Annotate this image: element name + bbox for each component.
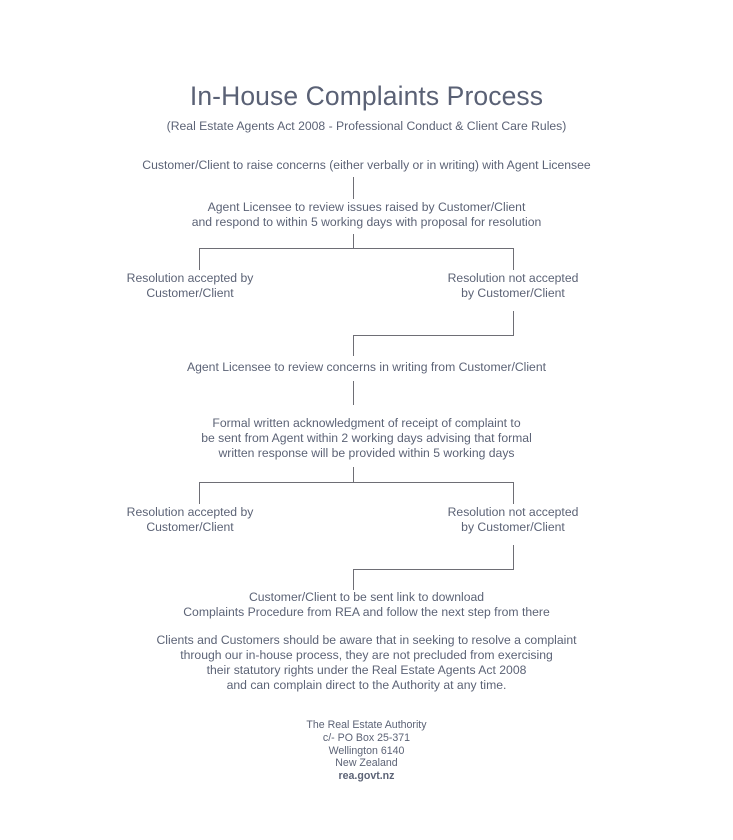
branch2-resolution-not-accepted: Resolution not accepted by Customer/Clie… <box>447 505 579 534</box>
connector-converge2-horizontal <box>352 568 514 570</box>
flow-step-formal-acknowledgment: Formal written acknowledgment of receipt… <box>201 416 532 460</box>
page-title: In-House Complaints Process <box>189 81 544 111</box>
footer-po-box: c/- PO Box 25-371 <box>322 731 411 744</box>
footer-organisation: The Real Estate Authority <box>306 719 427 731</box>
connector-converge1-centre-drop <box>352 334 354 356</box>
connector-step3-step4 <box>352 381 354 405</box>
connector-split2-right-drop <box>512 482 514 504</box>
flow-step-raise-concerns: Customer/Client to raise concerns (eithe… <box>142 158 591 172</box>
flow-step-download-complaints-procedure: Customer/Client to be sent link to downl… <box>183 590 550 619</box>
connector-step2-split <box>352 234 354 248</box>
footer-country: New Zealand <box>335 757 398 770</box>
footer-contact-block: The Real Estate Authority c/- PO Box 25-… <box>0 719 733 783</box>
branch2-resolution-accepted: Resolution accepted by Customer/Client <box>126 505 254 534</box>
footer-city: Wellington 6140 <box>328 744 405 757</box>
connector-step4-split <box>352 467 354 482</box>
flow-step-review-issues: Agent Licensee to review issues raised b… <box>191 200 542 229</box>
connector-split2-horizontal <box>199 482 514 484</box>
connector-converge1-horizontal <box>352 334 514 336</box>
connector-converge2-centre-drop <box>352 568 354 590</box>
branch1-resolution-not-accepted: Resolution not accepted by Customer/Clie… <box>447 271 579 300</box>
connector-converge1-right-drop <box>512 311 514 336</box>
connector-split1-right-drop <box>512 248 514 270</box>
connector-split1-horizontal <box>199 248 514 250</box>
connector-split1-left-drop <box>199 248 201 270</box>
footer-website-link[interactable]: rea.govt.nz <box>338 770 395 783</box>
flow-step-review-written-concerns: Agent Licensee to review concerns in wri… <box>186 360 546 374</box>
connector-converge2-right-drop <box>512 545 514 570</box>
connector-step1-step2 <box>352 177 354 199</box>
page-subtitle: (Real Estate Agents Act 2008 - Professio… <box>166 119 567 133</box>
branch1-resolution-accepted: Resolution accepted by Customer/Client <box>126 271 254 300</box>
disclaimer-text: Clients and Customers should be aware th… <box>156 633 577 692</box>
connector-split2-left-drop <box>199 482 201 504</box>
